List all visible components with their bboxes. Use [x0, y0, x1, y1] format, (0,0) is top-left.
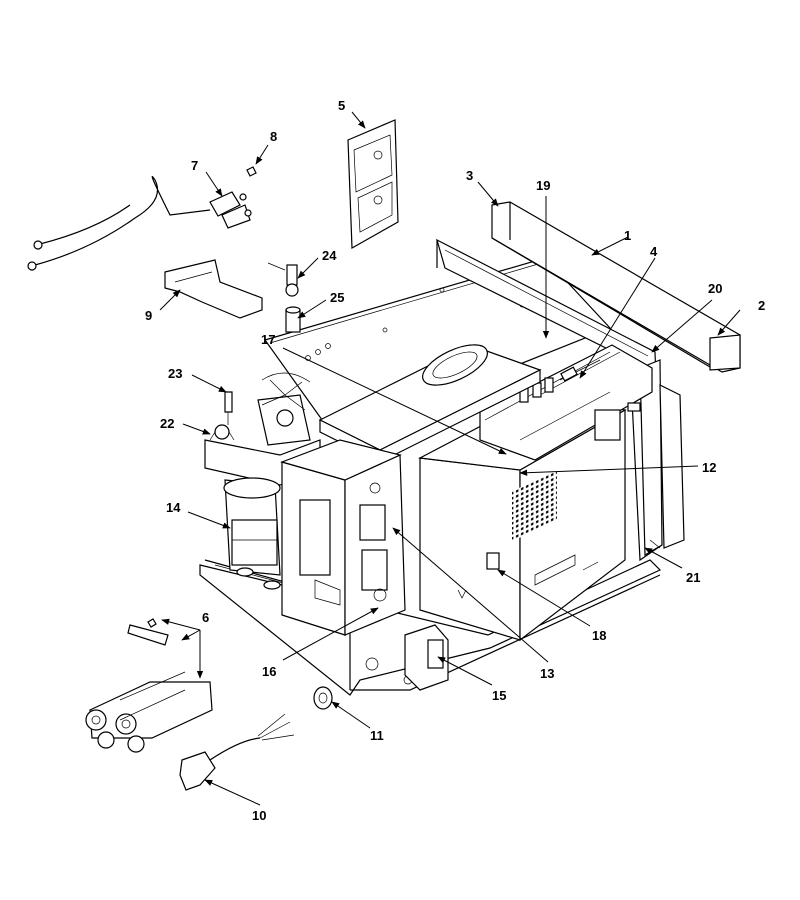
fuse-clip	[224, 391, 233, 425]
control-pcb	[479, 344, 653, 461]
callout-1: 1	[624, 228, 631, 243]
callout-3: 3	[466, 168, 473, 183]
cavity-box	[418, 394, 627, 642]
callout-2: 2	[758, 298, 765, 313]
waveguide-cover	[318, 344, 542, 463]
terminal-connector	[267, 262, 301, 333]
callout-8: 8	[270, 129, 277, 144]
callout-12: 12	[702, 460, 716, 475]
callout-20: 20	[708, 281, 722, 296]
callout-23: 23	[168, 366, 182, 381]
callout-19: 19	[536, 178, 550, 193]
callout-25: 25	[330, 290, 344, 305]
interlock-bracket	[280, 439, 406, 636]
callout-21: 21	[686, 570, 700, 585]
callouts: 1 2 3 4 5 6 7 8 9 10 11 12 13 14 15 16 1…	[145, 98, 765, 823]
filter-set	[85, 618, 213, 753]
hv-transformer	[223, 477, 281, 590]
callout-6: 6	[202, 610, 209, 625]
callout-17: 17	[261, 332, 275, 347]
wire-harness	[27, 166, 257, 271]
power-cord	[179, 713, 295, 791]
callout-13: 13	[540, 666, 554, 681]
callout-9: 9	[145, 308, 152, 323]
callout-24: 24	[322, 248, 337, 263]
leader-lines	[159, 111, 741, 806]
door-frame	[639, 359, 685, 557]
callout-7: 7	[191, 158, 198, 173]
callout-5: 5	[338, 98, 345, 113]
callout-18: 18	[592, 628, 606, 643]
callout-4: 4	[650, 244, 658, 259]
callout-14: 14	[166, 500, 181, 515]
callout-11: 11	[370, 728, 384, 743]
grommet	[313, 686, 333, 710]
mounting-bracket	[164, 259, 263, 319]
callout-15: 15	[492, 688, 506, 703]
callout-22: 22	[160, 416, 174, 431]
hinge-bracket	[347, 119, 399, 250]
low-voltage-transformer	[404, 624, 449, 691]
callout-10: 10	[252, 808, 266, 823]
thermostat	[209, 424, 235, 441]
callout-16: 16	[262, 664, 276, 679]
